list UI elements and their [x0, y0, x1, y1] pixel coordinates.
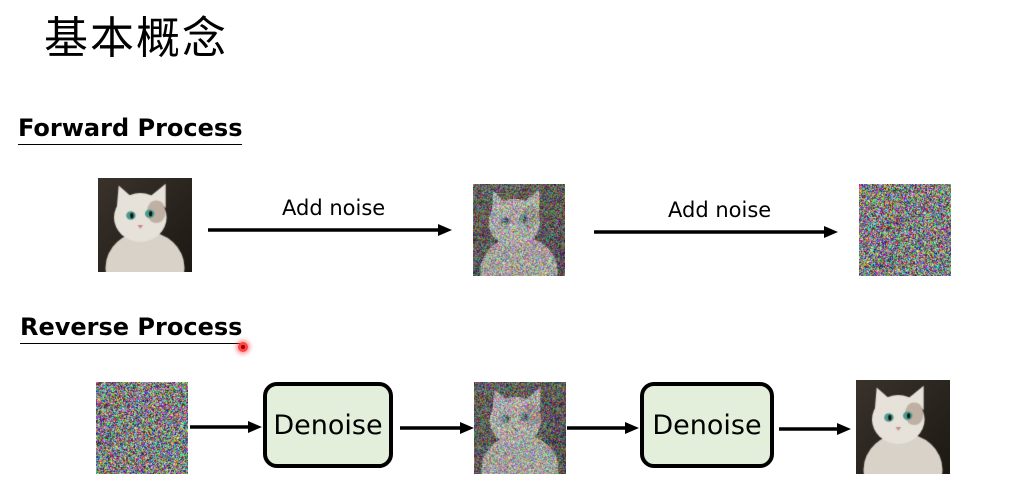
forward-arrow-label-2: Add noise — [668, 198, 772, 222]
forward-arrow-1 — [208, 224, 452, 236]
reverse-arrow-3 — [567, 422, 639, 434]
forward-process-heading: Forward Process — [18, 114, 243, 145]
reverse-clean-cat-image — [856, 380, 950, 474]
pure-noise-image — [859, 184, 951, 276]
denoise-label-2: Denoise — [652, 409, 762, 441]
denoise-block-2: Denoise — [640, 382, 774, 468]
denoise-block-1: Denoise — [263, 382, 393, 468]
reverse-noise-image — [96, 382, 188, 474]
denoise-label-1: Denoise — [273, 409, 383, 441]
slide-title: 基本概念 — [44, 13, 228, 64]
reverse-arrow-2 — [400, 422, 474, 434]
reverse-half-noisy-cat-image — [474, 382, 566, 474]
forward-arrow-2 — [594, 226, 838, 238]
clean-cat-image — [98, 178, 192, 272]
forward-arrow-label-1: Add noise — [282, 196, 386, 220]
laser-pointer-dot — [238, 342, 248, 352]
half-noisy-cat-image — [473, 184, 565, 276]
reverse-arrow-4 — [779, 423, 851, 435]
reverse-process-heading: Reverse Process — [20, 313, 243, 344]
reverse-arrow-1 — [190, 421, 262, 433]
